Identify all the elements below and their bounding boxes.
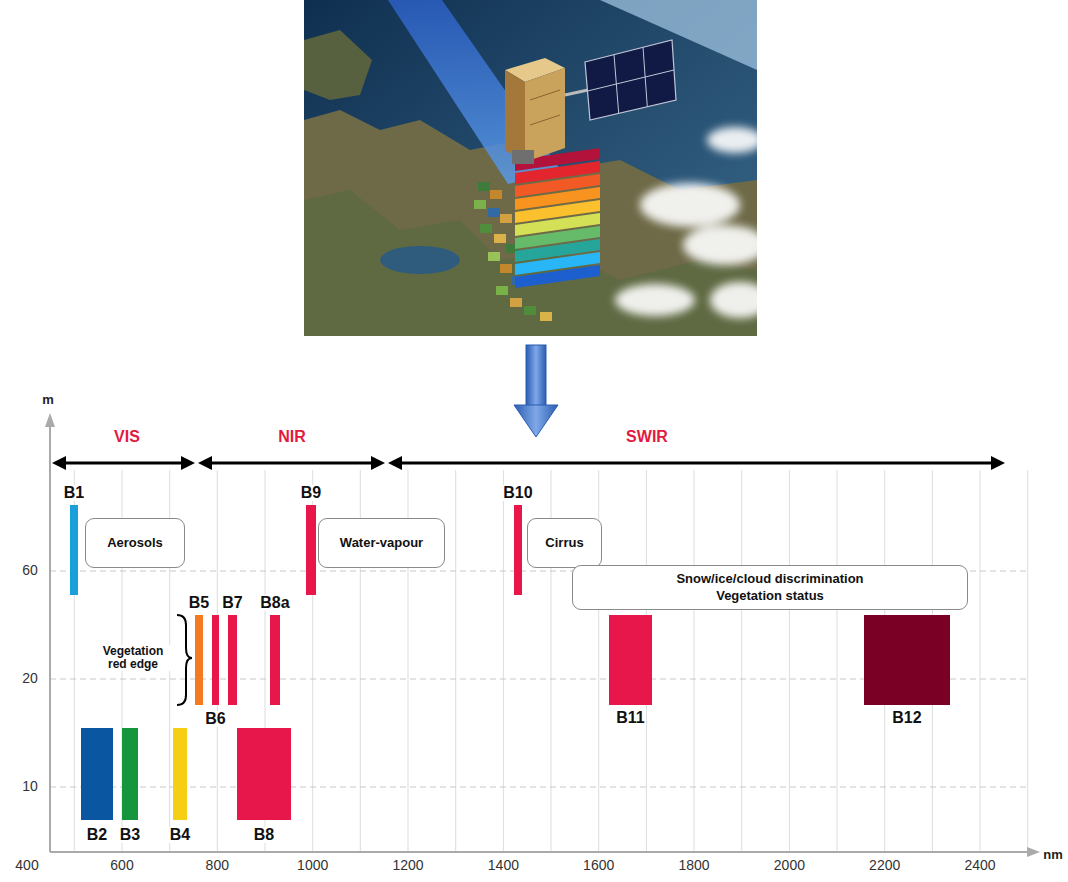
band-bar bbox=[306, 505, 316, 595]
satellite-picture bbox=[304, 0, 757, 336]
spectral-band: B3 bbox=[119, 728, 141, 843]
band-label: B1 bbox=[63, 485, 85, 501]
callout-text: Snow/ice/cloud discrimination bbox=[676, 571, 863, 587]
label-anchor: m bbox=[42, 393, 54, 407]
band-label: B8 bbox=[253, 827, 275, 843]
spectrum-stack bbox=[515, 148, 600, 288]
label-anchor: 2400 bbox=[963, 858, 996, 873]
spectral-band: B5 bbox=[188, 595, 210, 705]
spectral-band: B2 bbox=[81, 728, 113, 843]
spectral-band: B12 bbox=[864, 615, 950, 726]
group-label: Vegetation red edge bbox=[92, 645, 174, 671]
label-anchor: 2200 bbox=[868, 858, 901, 873]
band-label: B3 bbox=[119, 827, 141, 843]
label-anchor: 10 bbox=[21, 779, 39, 794]
spectral-band: B4 bbox=[169, 728, 191, 843]
band-bar bbox=[173, 728, 187, 820]
label-anchor: 1000 bbox=[296, 858, 329, 873]
spectral-band: B11 bbox=[609, 615, 652, 726]
axis-tick-label: 1600 bbox=[582, 858, 615, 873]
curly-bracket bbox=[177, 615, 192, 705]
callout-box: Water-vapour bbox=[318, 518, 445, 568]
band-label: B8a bbox=[259, 595, 290, 611]
axis-tick-label: 2400 bbox=[963, 858, 996, 873]
axis-tick-label: 1800 bbox=[677, 858, 710, 873]
callout-text: Cirrus bbox=[545, 535, 583, 551]
axis-tick-label: 1000 bbox=[296, 858, 329, 873]
band-bar bbox=[122, 728, 138, 820]
spectral-range-label: NIR bbox=[278, 428, 306, 446]
label-anchor: nm bbox=[1043, 848, 1063, 862]
label-anchor: 800 bbox=[205, 858, 230, 873]
band-label: B10 bbox=[502, 485, 533, 501]
label-anchor: 2000 bbox=[773, 858, 806, 873]
axis-tick-label: 2200 bbox=[868, 858, 901, 873]
axis-tick-label: 60 bbox=[21, 563, 39, 578]
label-anchor: SWIR bbox=[626, 428, 668, 446]
band-label: B12 bbox=[891, 710, 922, 726]
band-bar bbox=[864, 615, 950, 705]
band-bar bbox=[70, 505, 78, 595]
range-arrow bbox=[52, 456, 1005, 470]
spectral-band: B8a bbox=[259, 595, 290, 705]
band-label: B6 bbox=[204, 711, 226, 727]
spectral-band: B1 bbox=[63, 485, 85, 595]
band-bar bbox=[514, 505, 522, 595]
band-label: B9 bbox=[300, 485, 322, 501]
label-anchor: Vegetation red edge bbox=[92, 645, 174, 671]
band-label: B7 bbox=[221, 595, 243, 611]
band-bar bbox=[212, 615, 219, 705]
callout-text: Vegetation status bbox=[716, 588, 824, 604]
band-label: B5 bbox=[188, 595, 210, 611]
down-arrow bbox=[514, 345, 558, 437]
axis-tick-label: 2000 bbox=[773, 858, 806, 873]
grid-line bbox=[74, 470, 1027, 852]
band-label: B4 bbox=[169, 827, 191, 843]
band-label: B2 bbox=[86, 827, 108, 843]
label-anchor: 1200 bbox=[391, 858, 424, 873]
spectral-range-label: SWIR bbox=[626, 428, 668, 446]
axis-tick-label: 600 bbox=[109, 858, 134, 873]
band-bar bbox=[609, 615, 652, 705]
label-anchor: 1600 bbox=[582, 858, 615, 873]
label-anchor: 600 bbox=[109, 858, 134, 873]
label-anchor: 400 bbox=[14, 858, 39, 873]
callout-text: Aerosols bbox=[107, 535, 163, 551]
label-anchor: VIS bbox=[114, 428, 140, 446]
band-bar bbox=[195, 615, 203, 705]
axis bbox=[45, 413, 1040, 857]
band-bar bbox=[237, 728, 291, 820]
band-bar bbox=[81, 728, 113, 820]
satellite bbox=[505, 40, 676, 164]
axis-unit: m bbox=[42, 393, 54, 407]
callout-text: Water-vapour bbox=[340, 535, 423, 551]
callout-box: Aerosols bbox=[85, 518, 185, 568]
callout-box: Snow/ice/cloud discriminationVegetation … bbox=[572, 565, 968, 610]
band-label: B11 bbox=[615, 710, 645, 726]
axis-tick-label: 20 bbox=[21, 671, 39, 686]
axis-tick-label: 10 bbox=[21, 779, 39, 794]
axis-tick-label: 1400 bbox=[487, 858, 520, 873]
label-anchor: NIR bbox=[278, 428, 306, 446]
label-anchor: 60 bbox=[21, 563, 39, 578]
axis-unit: nm bbox=[1043, 848, 1063, 862]
axis-tick-label: 400 bbox=[14, 858, 39, 873]
callout-box: Cirrus bbox=[527, 518, 602, 568]
band-bar bbox=[270, 615, 280, 705]
label-anchor: 1800 bbox=[677, 858, 710, 873]
axis-tick-label: 800 bbox=[205, 858, 230, 873]
label-anchor: 20 bbox=[21, 671, 39, 686]
label-anchor: 1400 bbox=[487, 858, 520, 873]
band-bar bbox=[228, 615, 237, 705]
spectral-range-label: VIS bbox=[114, 428, 140, 446]
axis-tick-label: 1200 bbox=[391, 858, 424, 873]
spectral-band: B8 bbox=[237, 728, 291, 843]
spectral-band: B6 bbox=[204, 615, 226, 727]
spectral-band: B7 bbox=[221, 595, 243, 705]
